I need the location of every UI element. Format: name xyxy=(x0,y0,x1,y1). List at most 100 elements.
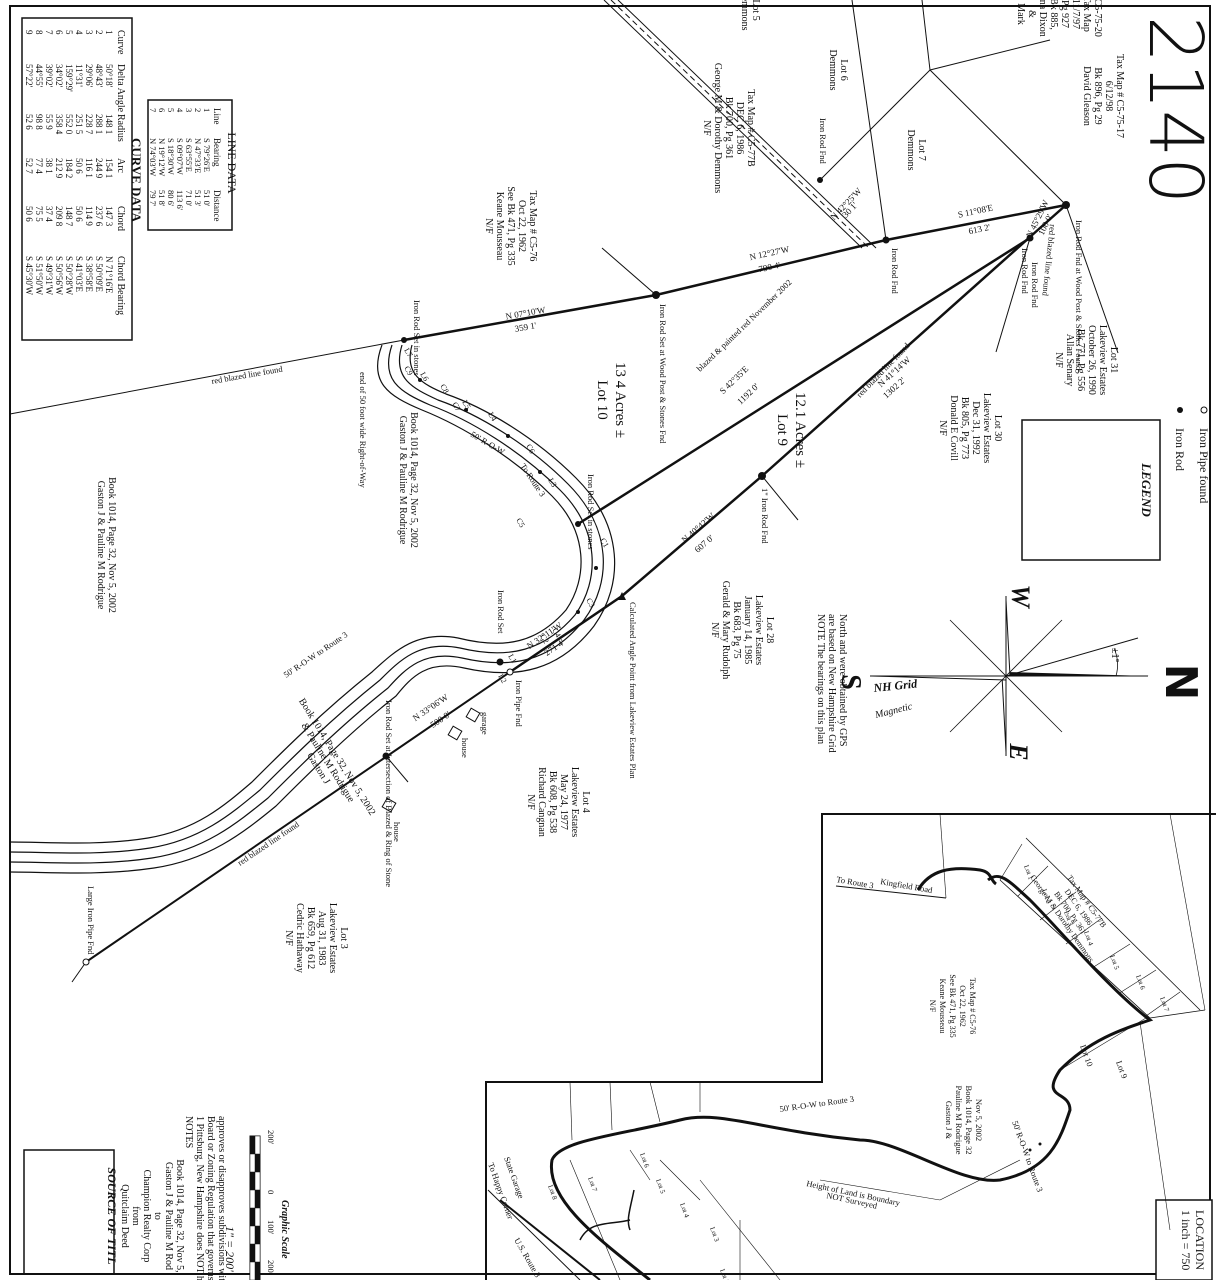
scale-segment xyxy=(255,1154,260,1172)
survey-label-iron_rod_fnd_2: Iron Rod Fnd xyxy=(1020,248,1030,295)
owner-line: Bk 659, Pg 612 xyxy=(305,907,316,969)
scale-segment xyxy=(249,1261,256,1280)
owner-line: 6/12/98 xyxy=(1103,81,1114,112)
svg-text:NOTES: NOTES xyxy=(183,1116,194,1148)
survey-label-row_2: 50' R-O-W to Route 3 xyxy=(282,629,350,679)
line-table-cell: 113 6' xyxy=(175,190,185,211)
survey-label: red blazed line found xyxy=(236,819,302,868)
svg-text:CURVE DATA: CURVE DATA xyxy=(129,138,144,223)
line-table-cell: 1 xyxy=(202,108,212,112)
curve-table-cell: 552 0 xyxy=(64,114,74,135)
scale-segment xyxy=(255,1226,260,1244)
line-table-cell: 5 xyxy=(166,108,176,112)
scale-segment xyxy=(254,1243,261,1263)
curve-table-cell: 38 1 xyxy=(44,158,54,174)
survey-label-end_row: end of 50 foot wide Right-of-Way xyxy=(358,372,368,488)
curve-point-label: C2 xyxy=(538,633,550,646)
inset-label-lot10: Lot 10 xyxy=(1078,1043,1095,1068)
owner-line: Richard Cangnan xyxy=(536,767,547,837)
curve-table-cell: 29°06' xyxy=(84,64,94,88)
survey-label: Iron Rod Fnd xyxy=(1020,248,1030,295)
svg-text:1" = 200': 1" = 200' xyxy=(223,1226,237,1272)
curve-point-label: C5 xyxy=(514,517,526,530)
curve-table-cell: 77 4 xyxy=(34,158,44,174)
inset-lot-label: Lot 2 xyxy=(718,1268,731,1280)
iron-pipe-marker xyxy=(506,668,514,676)
inset-label-row: 50' R-O-W to Route 3 xyxy=(779,1094,855,1114)
scale-segment xyxy=(250,1136,255,1154)
survey-label-house_1: house xyxy=(460,738,470,758)
curve-point-label: C6 xyxy=(524,443,536,456)
curve-table-cell: 209 8 xyxy=(54,206,64,227)
scale-segment xyxy=(250,1208,255,1226)
line-table-cell: N 47°33'E xyxy=(193,138,203,173)
compass-e: E xyxy=(1004,742,1033,760)
inset-label-lot9: Lot 9 xyxy=(1114,1059,1130,1080)
line-table-header: Line xyxy=(212,108,222,125)
owner-line: N/F xyxy=(709,622,720,638)
svg-text:S: S xyxy=(835,674,866,690)
scale-segment xyxy=(249,1189,256,1209)
survey-label: house xyxy=(460,738,470,758)
survey-label-iron_rod_fnd_1in: 1" Iron Rod Fnd xyxy=(760,488,770,544)
bearing-label: N 12°27'W xyxy=(749,244,791,262)
curve-point-label: L4 xyxy=(486,411,498,423)
survey-label-iron_rod_set_blazed: Iron Rod Set at Intersection of Blazed &… xyxy=(384,700,394,887)
curve-point-label: L5 xyxy=(460,399,472,411)
source-line: from xyxy=(130,1206,141,1226)
iron-rod-marker xyxy=(496,658,504,666)
compass-nh-grid: NH Grid xyxy=(872,676,919,695)
bearing-b3d: 613 2' xyxy=(968,222,992,236)
inset-label-us_route: U.S. Route 3 xyxy=(512,1236,543,1279)
owner-line: N/F xyxy=(937,420,948,436)
owner-line: Lot 7 xyxy=(916,139,927,160)
curve-table-cell: S 50°56'W xyxy=(54,256,64,295)
curve-point-label: C9 xyxy=(402,365,414,378)
bearing-label: 613 2' xyxy=(968,222,992,236)
angle-point-marker xyxy=(618,592,626,600)
owner-line: Tax Map # C5-75-17 xyxy=(1114,54,1125,138)
scale-segment xyxy=(250,1172,255,1190)
source-box xyxy=(23,1149,115,1275)
owner-line: Bk 896, Pg 29 xyxy=(1092,67,1103,124)
curve-point-label: L6 xyxy=(418,371,430,383)
curve-point-label: L3 xyxy=(546,477,558,489)
curve-point-label: C3 xyxy=(584,597,596,610)
curve-table-cell: 37 4 xyxy=(44,206,54,222)
scale-tick: 200' xyxy=(266,1130,276,1145)
line-table-cell: 7 xyxy=(148,108,158,112)
survey-label-iron_rod_set_stones: Iron Rod Set in stones xyxy=(412,300,422,376)
survey-label-row_1b: To Route 3 xyxy=(518,462,547,499)
curve-table-cell: 114 9 xyxy=(84,206,94,226)
scale-tick: 100' xyxy=(266,1220,276,1235)
owner-line: Bk 700, Pg 361 xyxy=(723,97,734,159)
owner-line: Aug 31, 1983 xyxy=(316,911,327,966)
curve-table-cell: S 49°31'W xyxy=(44,256,54,295)
owner-line: N/F xyxy=(1053,352,1064,368)
curve-table-cell: 5 xyxy=(64,30,74,35)
curve-point-label: C2 xyxy=(538,633,550,646)
owner-line: Oct 22, 1962 xyxy=(516,200,527,252)
curve-table-cell: 3 xyxy=(84,30,94,35)
svg-text:1 Pittsburg, New Hampshire doe: 1 Pittsburg, New Hampshire does NOT h xyxy=(194,1116,205,1280)
iron-rod-marker xyxy=(401,337,407,343)
curve-table-cell: 147 3 xyxy=(104,206,114,227)
curve-point-label: C4 xyxy=(550,627,562,640)
curve-table-cell: 244 9 xyxy=(94,158,104,179)
svg-text:Board or Zoning Regulation tha: Board or Zoning Regulation that governs xyxy=(205,1116,216,1280)
survey-label-red_blazed_1: red blazed line found xyxy=(211,363,284,385)
bearing-b5d: 1192 0' xyxy=(735,381,761,407)
line-table-cell: 79 7' xyxy=(148,190,158,207)
owner-line: Tax Map xyxy=(1081,0,1092,32)
curve-point-label: L1 xyxy=(506,653,518,665)
survey-label: Iron Rod Fnd xyxy=(818,118,828,165)
curve-point-label: L3 xyxy=(546,477,558,489)
